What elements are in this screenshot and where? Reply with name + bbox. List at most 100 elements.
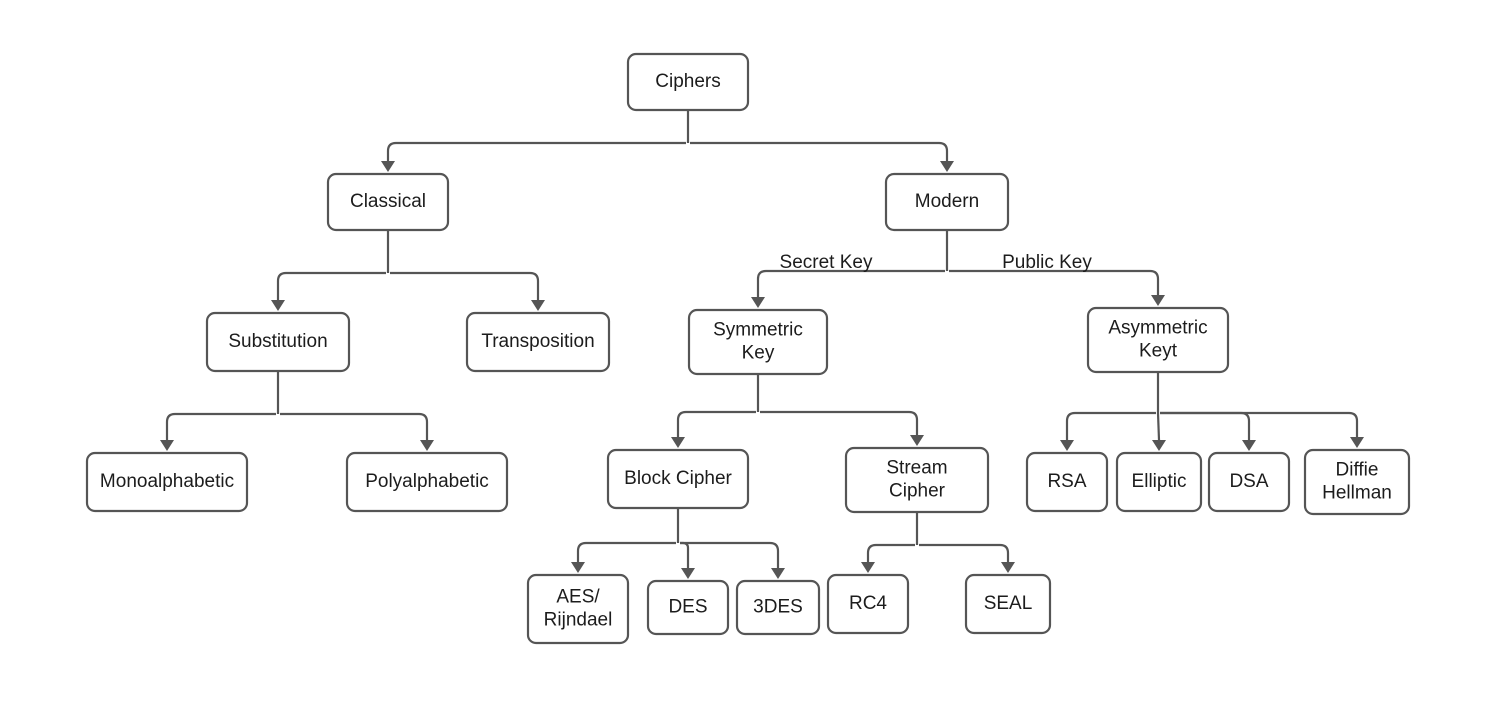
node-polyalphabetic[interactable]: Polyalphabetic — [345, 451, 509, 513]
node-label-stream-cipher: Stream — [886, 458, 947, 479]
node-box-dsa[interactable] — [1207, 451, 1291, 513]
node-box-elliptic[interactable] — [1115, 451, 1203, 513]
node-box-modern[interactable] — [884, 172, 1010, 232]
edge-asymmetric-key-to-diffie-hellman — [1160, 411, 1359, 437]
node-label-des: DES — [668, 597, 707, 618]
arrow-substitution-to-polyalphabetic — [420, 440, 434, 451]
node-label-diffie-hellman: Diffie — [1336, 460, 1379, 481]
arrow-classical-to-transposition — [531, 300, 545, 311]
node-classical[interactable]: Classical — [326, 172, 450, 232]
node-box-stream-cipher[interactable] — [844, 446, 990, 514]
node-box-3des[interactable] — [735, 579, 821, 636]
node-3des[interactable]: 3DES — [735, 579, 821, 636]
arrow-ciphers-to-classical — [381, 161, 395, 172]
node-seal[interactable]: SEAL — [964, 573, 1052, 635]
node-modern[interactable]: Modern — [884, 172, 1010, 232]
arrow-modern-to-symmetric-key — [751, 297, 765, 308]
arrow-block-cipher-to-3des — [771, 568, 785, 579]
node-label-asymmetric-key: Asymmetric — [1108, 318, 1207, 339]
node-elliptic[interactable]: Elliptic — [1115, 451, 1203, 513]
node-label-dsa: DSA — [1229, 471, 1268, 492]
node-label-transposition: Transposition — [481, 331, 594, 352]
node-box-seal[interactable] — [964, 573, 1052, 635]
secret-key-label: Secret Key — [780, 252, 873, 273]
node-label-aes-rijndael: AES/ — [556, 587, 600, 608]
node-label-modern: Modern — [915, 191, 979, 212]
node-box-classical[interactable] — [326, 172, 450, 232]
node-box-rsa[interactable] — [1025, 451, 1109, 513]
edge-block-cipher-to-3des — [680, 541, 780, 568]
node-box-ciphers[interactable] — [626, 52, 750, 112]
node-label-block-cipher: Block Cipher — [624, 468, 732, 489]
node-rsa[interactable]: RSA — [1025, 451, 1109, 513]
edge-modern-to-asymmetric-key — [949, 269, 1160, 295]
edge-block-cipher-to-des — [680, 541, 690, 568]
node-label-monoalphabetic: Monoalphabetic — [100, 471, 234, 492]
node-des[interactable]: DES — [646, 579, 730, 636]
edge-ciphers-to-classical — [386, 141, 686, 161]
edge-asymmetric-key-to-rsa — [1065, 411, 1156, 440]
arrow-asymmetric-key-to-elliptic — [1152, 440, 1166, 451]
arrow-stream-cipher-to-seal — [1001, 562, 1015, 573]
arrow-asymmetric-key-to-dsa — [1242, 440, 1256, 451]
edge-substitution-to-monoalphabetic — [165, 412, 276, 440]
node-ciphers[interactable]: Ciphers — [626, 52, 750, 112]
node-label-rc4: RC4 — [849, 593, 887, 614]
edges-layer — [160, 110, 1364, 579]
arrow-symmetric-key-to-stream-cipher — [910, 435, 924, 446]
arrow-symmetric-key-to-block-cipher — [671, 437, 685, 448]
node-transposition[interactable]: Transposition — [465, 311, 611, 373]
node-box-asymmetric-key[interactable] — [1086, 306, 1230, 374]
node-substitution[interactable]: Substitution — [205, 311, 351, 373]
node-rc4[interactable]: RC4 — [826, 573, 910, 635]
node-label-stream-cipher: Cipher — [889, 481, 946, 502]
node-label-asymmetric-key: Keyt — [1139, 341, 1178, 362]
arrow-classical-to-substitution — [271, 300, 285, 311]
node-label-ciphers: Ciphers — [655, 71, 720, 92]
edge-modern-to-symmetric-key — [756, 269, 945, 297]
arrow-substitution-to-monoalphabetic — [160, 440, 174, 451]
node-label-aes-rijndael: Rijndael — [544, 610, 613, 631]
node-box-transposition[interactable] — [465, 311, 611, 373]
arrow-block-cipher-to-des — [681, 568, 695, 579]
edge-ciphers-to-modern — [690, 141, 949, 161]
edge-stream-cipher-to-seal — [919, 543, 1010, 562]
node-label-classical: Classical — [350, 191, 426, 212]
node-dsa[interactable]: DSA — [1207, 451, 1291, 513]
node-block-cipher[interactable]: Block Cipher — [606, 448, 750, 510]
node-box-substitution[interactable] — [205, 311, 351, 373]
edge-labels-layer: Secret Key Public Key — [780, 252, 1093, 273]
node-box-polyalphabetic[interactable] — [345, 451, 509, 513]
node-box-diffie-hellman[interactable] — [1303, 448, 1411, 516]
node-box-symmetric-key[interactable] — [687, 308, 829, 376]
node-label-polyalphabetic: Polyalphabetic — [365, 471, 489, 492]
edge-asymmetric-key-to-elliptic — [1156, 412, 1161, 441]
node-box-monoalphabetic[interactable] — [85, 451, 249, 513]
public-key-label: Public Key — [1002, 252, 1092, 273]
node-box-rc4[interactable] — [826, 573, 910, 635]
arrow-block-cipher-to-aes-rijndael — [571, 562, 585, 573]
edge-classical-to-substitution — [276, 271, 386, 300]
node-label-3des: 3DES — [753, 597, 803, 618]
node-aes-rijndael[interactable]: AES/Rijndael — [526, 573, 630, 645]
node-box-des[interactable] — [646, 579, 730, 636]
node-label-rsa: RSA — [1047, 471, 1086, 492]
edge-block-cipher-to-aes-rijndael — [576, 541, 676, 562]
node-box-block-cipher[interactable] — [606, 448, 750, 510]
arrow-stream-cipher-to-rc4 — [861, 562, 875, 573]
node-box-aes-rijndael[interactable] — [526, 573, 630, 645]
edge-classical-to-transposition — [390, 271, 540, 300]
node-label-symmetric-key: Key — [742, 343, 775, 364]
node-label-substitution: Substitution — [228, 331, 327, 352]
node-monoalphabetic[interactable]: Monoalphabetic — [85, 451, 249, 513]
node-label-symmetric-key: Symmetric — [713, 320, 803, 341]
arrow-asymmetric-key-to-diffie-hellman — [1350, 437, 1364, 448]
edge-stream-cipher-to-rc4 — [866, 543, 915, 562]
